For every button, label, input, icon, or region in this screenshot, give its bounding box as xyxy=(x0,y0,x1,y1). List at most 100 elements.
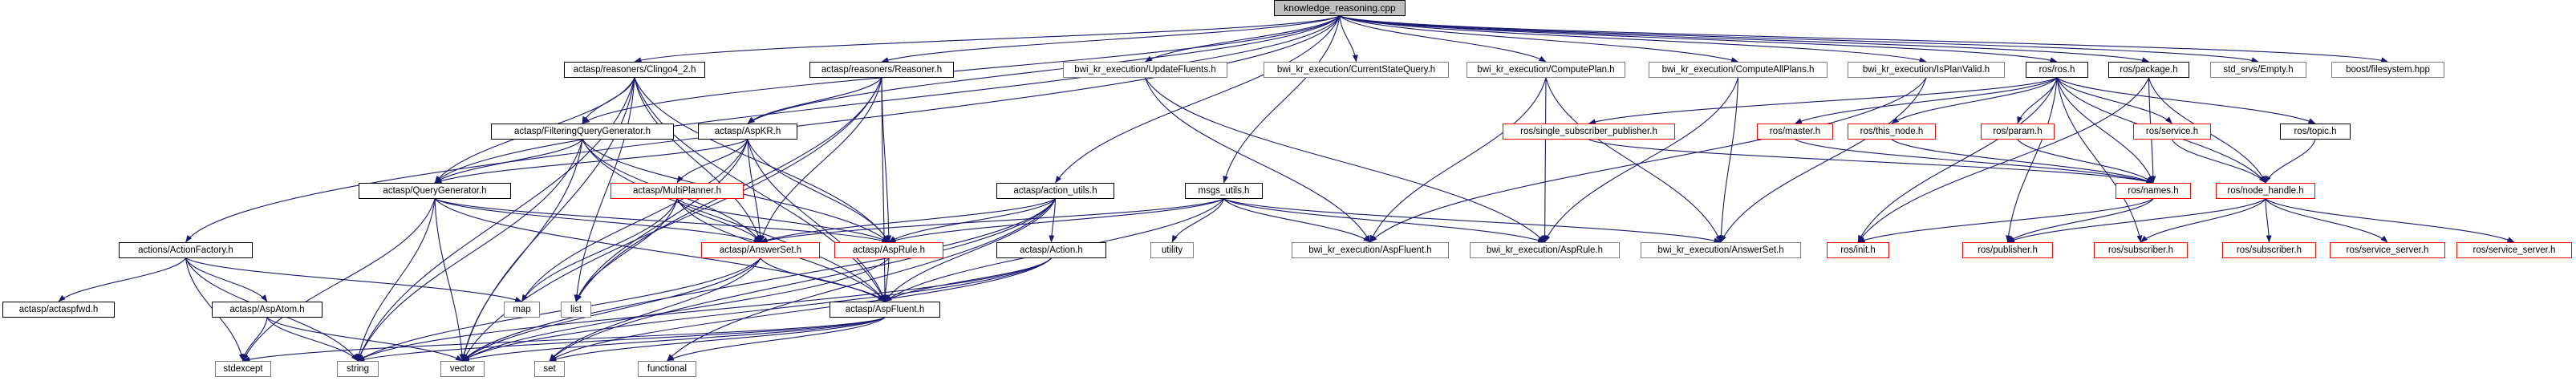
graph-node[interactable]: ros/init.h xyxy=(1827,242,1889,258)
graph-node[interactable]: actasp/AspAtom.h xyxy=(212,302,323,318)
graph-edge xyxy=(462,77,882,362)
graph-edge xyxy=(2056,77,2143,243)
graph-edge xyxy=(185,257,522,302)
graph-node[interactable]: bwi_kr_execution/UpdateFluents.h xyxy=(1063,62,1227,78)
graph-edge xyxy=(760,77,882,243)
graph-edge xyxy=(549,198,1056,362)
graph-edge xyxy=(1588,77,2058,125)
graph-node[interactable]: actasp/AspRule.h xyxy=(834,242,943,258)
graph-edge xyxy=(549,257,1052,362)
graph-edge xyxy=(760,198,1224,244)
graph-node[interactable]: map xyxy=(504,302,540,318)
graph-edge xyxy=(434,139,748,184)
graph-edge xyxy=(760,198,1056,243)
graph-edge xyxy=(2140,198,2266,243)
graph-node[interactable]: ros/publisher.h xyxy=(1962,242,2053,258)
graph-node[interactable]: bwi_kr_execution/ComputeAllPlans.h xyxy=(1649,62,1828,78)
graph-edge xyxy=(357,139,583,362)
graph-edge xyxy=(2265,198,2515,243)
graph-edge xyxy=(434,198,465,362)
graph-node[interactable]: string xyxy=(337,361,379,377)
graph-edge xyxy=(357,77,635,362)
graph-edge xyxy=(1545,77,1722,243)
graph-edge xyxy=(357,257,1052,362)
graph-node[interactable]: actasp/FilteringQueryGenerator.h xyxy=(491,124,674,140)
graph-edge xyxy=(462,257,1052,362)
graph-edge xyxy=(1542,77,1548,243)
graph-node[interactable]: bwi_kr_execution/AspFluent.h xyxy=(1292,242,1449,258)
graph-node[interactable]: bwi_kr_execution/AspRule.h xyxy=(1470,242,1620,258)
graph-node[interactable]: actasp/action_utils.h xyxy=(996,183,1114,199)
graph-node[interactable]: functional xyxy=(638,361,696,377)
graph-edge xyxy=(1544,77,1739,243)
graph-node[interactable]: ros/ros.h xyxy=(2026,62,2088,78)
graph-node[interactable]: utility xyxy=(1150,242,1194,258)
graph-edge xyxy=(356,198,436,362)
graph-edge xyxy=(462,317,886,363)
graph-node[interactable]: stdexcept xyxy=(215,361,271,377)
graph-edge xyxy=(2056,77,2316,124)
graph-node[interactable]: actasp/MultiPlanner.h xyxy=(611,183,744,199)
graph-root-node[interactable]: knowledge_reasoning.cpp xyxy=(1274,0,1406,16)
graph-node[interactable]: actasp/reasoners/Clingo4_2.h xyxy=(564,62,705,78)
graph-edge xyxy=(634,15,1341,63)
graph-edge xyxy=(747,77,882,124)
graph-edge xyxy=(462,198,1056,362)
graph-node[interactable]: ros/master.h xyxy=(1757,124,1833,140)
graph-edge xyxy=(747,139,764,243)
graph-node[interactable]: std_srvs/Empty.h xyxy=(2210,62,2306,78)
graph-node[interactable]: actions/ActionFactory.h xyxy=(119,242,253,258)
graph-node[interactable]: actasp/actaspfwd.h xyxy=(2,302,115,318)
graph-node[interactable]: ros/single_subscriber_publisher.h xyxy=(1503,124,1675,140)
graph-node[interactable]: bwi_kr_execution/CurrentStateQuery.h xyxy=(1264,62,1449,78)
graph-edge xyxy=(2265,139,2316,184)
graph-edge xyxy=(1145,15,1341,63)
graph-node[interactable]: actasp/AnswerSet.h xyxy=(701,242,820,258)
graph-edge xyxy=(882,257,890,302)
graph-node[interactable]: boost/filesystem.hpp xyxy=(2331,62,2444,78)
graph-edge xyxy=(185,257,268,302)
graph-node[interactable]: vector xyxy=(440,361,485,377)
graph-node[interactable]: msgs_utils.h xyxy=(1185,183,1263,199)
graph-node[interactable]: actasp/AspFluent.h xyxy=(830,302,940,318)
graph-node[interactable]: ros/subscriber.h xyxy=(2222,242,2316,258)
graph-edge xyxy=(1339,15,2149,63)
graph-node[interactable]: ros/names.h xyxy=(2116,183,2191,199)
graph-node[interactable]: bwi_kr_execution/IsPlanValid.h xyxy=(1848,62,2005,78)
graph-edge xyxy=(1588,139,2154,184)
graph-node[interactable]: actasp/reasoners/Reasoner.h xyxy=(809,62,954,78)
graph-edge xyxy=(676,198,890,243)
graph-edge xyxy=(241,317,268,362)
graph-node[interactable]: ros/service.h xyxy=(2133,124,2211,140)
graph-edge xyxy=(1718,77,1739,243)
graph-edge xyxy=(242,198,436,362)
graph-node[interactable]: actasp/AspKR.h xyxy=(698,124,797,140)
graph-edge xyxy=(2056,77,2172,124)
graph-edge xyxy=(1891,77,2058,124)
graph-edge xyxy=(2172,139,2266,184)
graph-edge xyxy=(1369,77,1547,243)
graph-node[interactable]: ros/service_server.h xyxy=(2330,242,2445,258)
graph-node[interactable]: ros/service_server.h xyxy=(2456,242,2572,258)
graph-node[interactable]: set xyxy=(534,361,565,377)
graph-node[interactable]: ros/package.h xyxy=(2108,62,2189,78)
graph-node[interactable]: ros/topic.h xyxy=(2280,124,2351,140)
graph-node[interactable]: list xyxy=(561,302,591,318)
graph-edge xyxy=(549,317,886,362)
graph-node[interactable]: ros/node_handle.h xyxy=(2216,183,2315,199)
graph-node[interactable]: bwi_kr_execution/ComputePlan.h xyxy=(1466,62,1625,78)
graph-node[interactable]: bwi_kr_execution/AnswerSet.h xyxy=(1641,242,1801,258)
graph-edge xyxy=(1339,15,1927,63)
graph-edge xyxy=(2017,139,2154,184)
graph-edge xyxy=(1049,198,1057,243)
graph-edge xyxy=(1720,77,1927,243)
graph-edge xyxy=(521,139,748,302)
graph-node[interactable]: actasp/Action.h xyxy=(996,242,1106,258)
graph-node[interactable]: ros/param.h xyxy=(1981,124,2055,140)
graph-edge xyxy=(2017,77,2058,124)
graph-node[interactable]: ros/this_node.h xyxy=(1848,124,1936,140)
graph-node[interactable]: actasp/QueryGenerator.h xyxy=(359,183,511,199)
graph-edge xyxy=(1055,15,1341,184)
graph-node[interactable]: ros/subscriber.h xyxy=(2094,242,2188,258)
